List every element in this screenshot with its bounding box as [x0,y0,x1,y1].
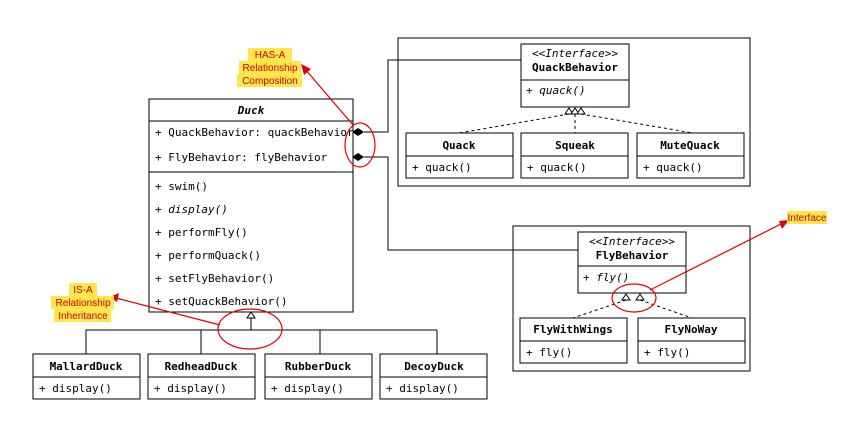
class-name: MallardDuck [50,360,123,373]
svg-text:Relationship: Relationship [242,63,297,74]
redheadduck-class: RedheadDuck + display() [147,353,256,400]
class-name: DecoyDuck [404,360,464,373]
is-a-arrowhead [110,293,119,302]
fly-composition-diamond [352,153,364,161]
quack-behavior-interface: <<Interface>> QuackBehavior + quack() [520,43,630,108]
stereotype-label: <<Interface>> [532,47,618,60]
class-method: + fly() [644,346,690,359]
class-name: FlyWithWings [533,323,612,336]
interface-method: + quack() [526,84,586,97]
rubberduck-class: RubberDuck + display() [264,353,373,400]
class-method: + quack() [527,161,587,174]
duck-method: + performQuack() [155,249,261,262]
duck-field: + QuackBehavior: quackBehavior [155,126,354,139]
svg-text:HAS-A: HAS-A [255,50,286,61]
fly-behavior-interface: <<Interface>> FlyBehavior + fly() [577,231,687,294]
class-name: Squeak [555,139,595,152]
stereotype-label: <<Interface>> [589,235,675,248]
duck-method: + setQuackBehavior() [155,295,287,308]
is-a-annotation: IS-A Relationship Inheritance [51,283,114,322]
realization-arrowhead [576,107,586,115]
quack-composition-line [373,59,521,133]
interface-name: QuackBehavior [532,61,618,74]
quack-package-frame [397,37,751,187]
class-method: + display() [386,382,459,395]
class-name: RedheadDuck [165,360,238,373]
class-method: + quack() [643,161,703,174]
quack-composition-diamond [352,128,364,136]
realization-arrowhead [621,293,631,301]
interface-name: FlyBehavior [596,249,669,262]
inheritance-arrowhead [246,311,256,319]
duck-class: Duck + QuackBehavior: quackBehavior + Fl… [148,98,354,313]
duck-method: + performFly() [155,226,248,239]
svg-text:Composition: Composition [242,76,298,87]
class-name: Quack [442,139,475,152]
flywithwings-class: FlyWithWings + fly() [519,317,628,364]
duck-field: + FlyBehavior: flyBehavior [155,151,328,164]
class-name: FlyNoWay [665,323,718,336]
class-name: RubberDuck [285,360,352,373]
mutequack-realization-line [580,113,694,134]
has-a-pointer-line [304,68,354,126]
class-method: + display() [39,382,112,395]
svg-text:IS-A: IS-A [73,285,93,296]
mutequack-class: MuteQuack + quack() [636,132,745,179]
squeak-class: Squeak + quack() [520,132,629,179]
class-method: + quack() [412,161,472,174]
quack-realization-line [458,113,570,134]
interface-arrowhead [779,220,789,229]
class-method: + display() [271,382,344,395]
class-method: + fly() [526,346,572,359]
decoyduck-class: DecoyDuck + display() [379,353,488,400]
interface-pointer-line [649,222,784,291]
mallardduck-class: MallardDuck + display() [32,353,141,400]
fly-package-frame [512,225,751,372]
flynoway-class: FlyNoWay + fly() [637,317,746,364]
class-name: MuteQuack [660,139,720,152]
duck-method: + display() [155,203,228,216]
interface-highlight-ellipse [611,283,657,313]
duck-method: + setFlyBehavior() [155,272,274,285]
composition-highlight-ellipse [344,122,376,168]
class-method: + display() [154,382,227,395]
interface-annotation: Interface [787,211,827,224]
has-a-annotation: HAS-A Relationship Composition [237,48,302,87]
duck-class-name: Duck [237,104,265,117]
inheritance-highlight-ellipse [217,308,283,350]
duck-method: + swim() [155,180,208,193]
interface-method: + fly() [583,271,629,284]
fly-composition-line [373,156,578,251]
quack-class: Quack + quack() [405,132,514,179]
has-a-arrowhead [301,64,311,75]
realization-arrowhead [635,293,645,301]
flywithwings-realization-line [572,299,627,319]
svg-text:Interface: Interface [788,213,827,224]
realization-arrowhead [570,107,580,115]
is-a-pointer-line [115,297,221,326]
realization-arrowhead [564,107,574,115]
svg-text:Relationship: Relationship [55,298,110,309]
svg-text:Inheritance: Inheritance [58,311,108,322]
